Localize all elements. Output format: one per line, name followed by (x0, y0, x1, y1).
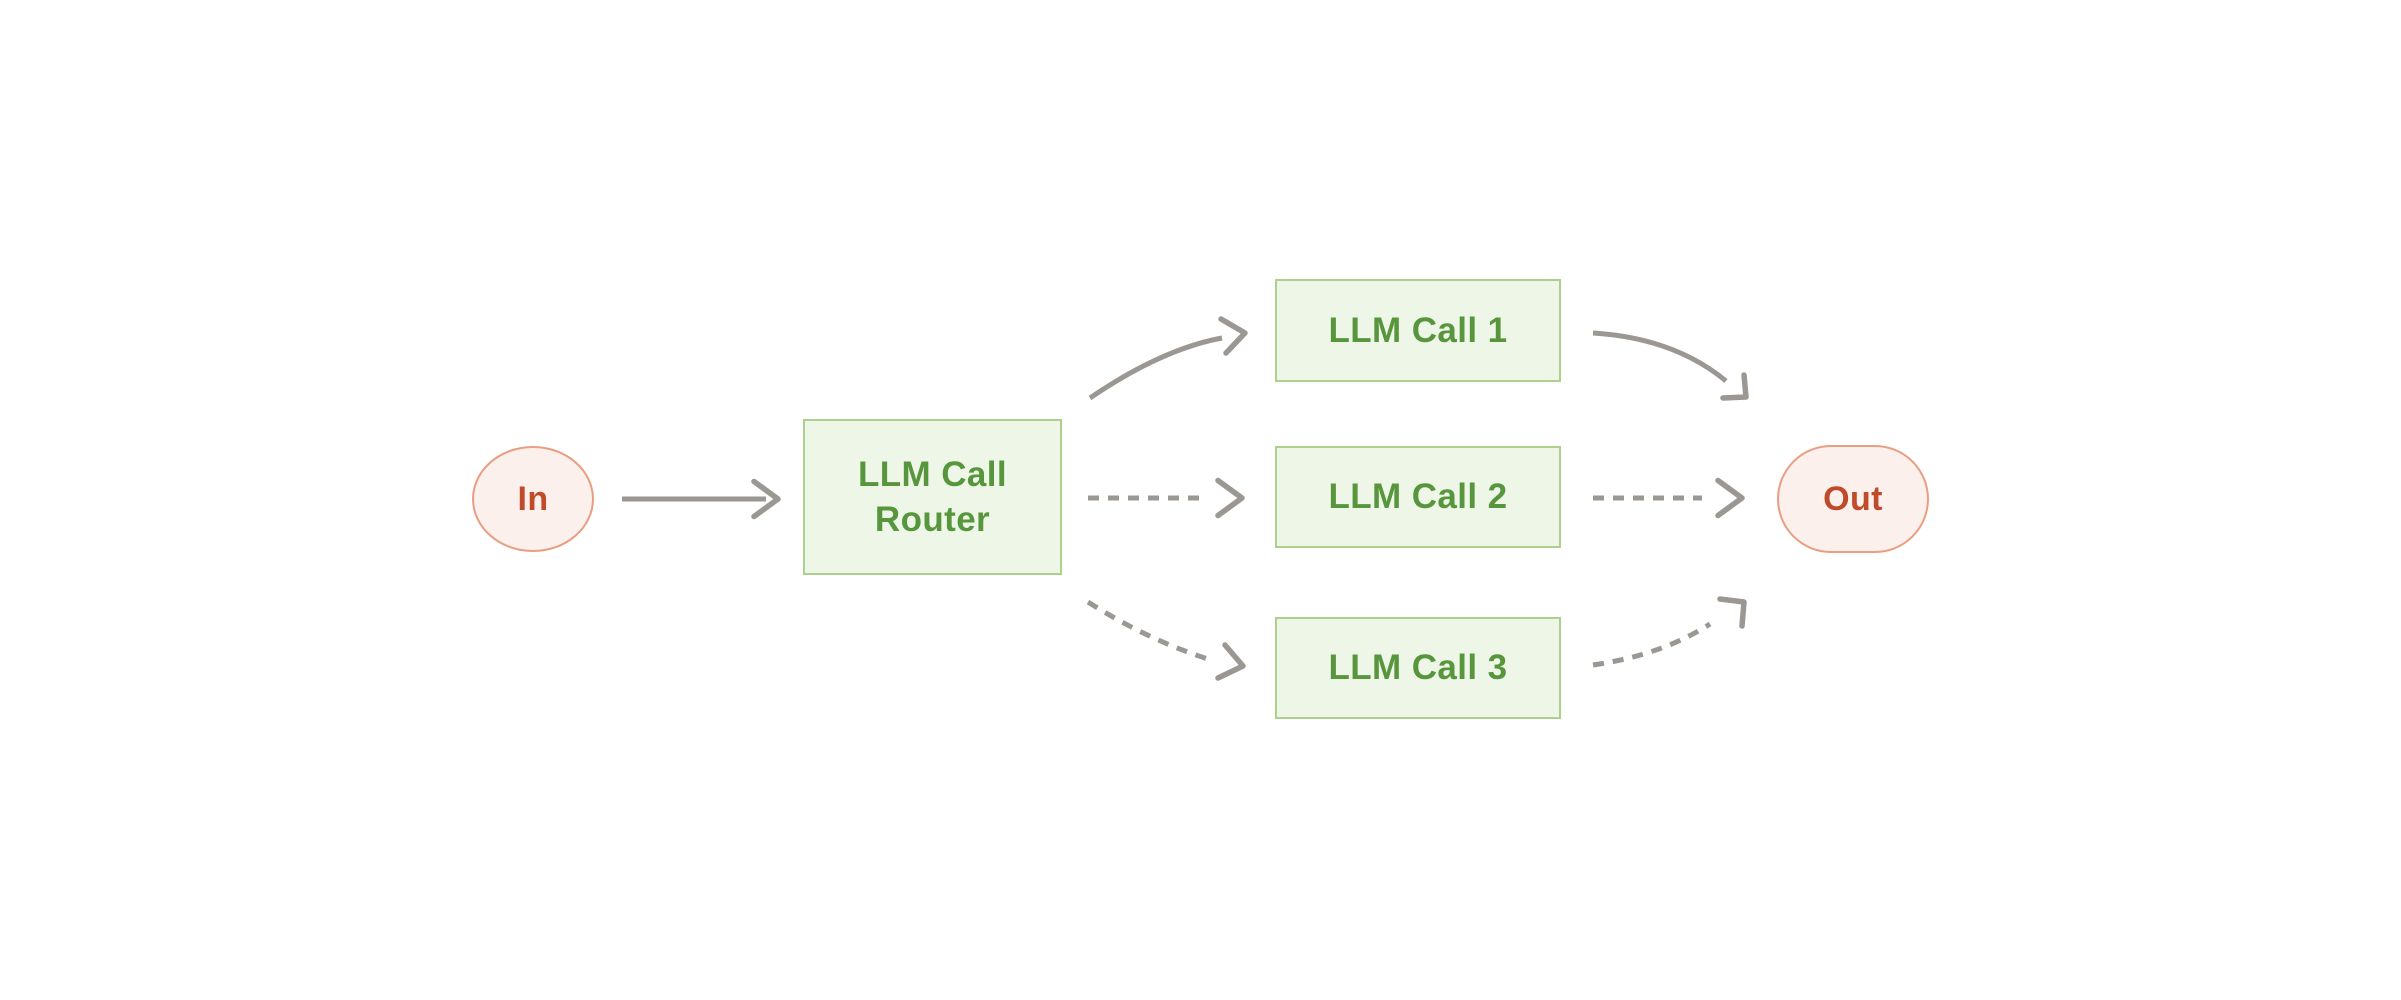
arrowhead-router-call2 (1215, 477, 1245, 519)
node-router: LLM Call Router (803, 419, 1062, 575)
arrowhead-router-call1 (1218, 316, 1248, 356)
arrowhead-in-router (751, 478, 781, 520)
edge-call1-out (1592, 330, 1728, 383)
arrowhead-call1-out (1720, 372, 1749, 401)
node-router-label-line2: Router (874, 500, 991, 539)
node-llm-call-3: LLM Call 3 (1275, 617, 1561, 719)
edge-router-call3 (1086, 599, 1209, 662)
node-out-label: Out (1823, 479, 1883, 518)
edge-call3-out (1592, 621, 1712, 668)
node-llm-call-1-label: LLM Call 1 (1328, 310, 1508, 350)
node-out: Out (1777, 445, 1929, 553)
node-router-label-line1: LLM Call (857, 455, 1008, 494)
node-llm-call-2: LLM Call 2 (1275, 446, 1561, 548)
node-llm-call-1: LLM Call 1 (1275, 279, 1561, 382)
node-llm-call-2-label: LLM Call 2 (1328, 477, 1508, 516)
arrowhead-call3-out (1717, 596, 1747, 629)
node-in-label: In (517, 479, 549, 518)
edge-router-call1 (1088, 335, 1223, 401)
node-llm-call-3-label: LLM Call 3 (1328, 648, 1508, 687)
arrowhead-router-call3 (1215, 642, 1246, 681)
node-in: In (472, 446, 594, 552)
arrowhead-call2-out (1715, 477, 1745, 519)
